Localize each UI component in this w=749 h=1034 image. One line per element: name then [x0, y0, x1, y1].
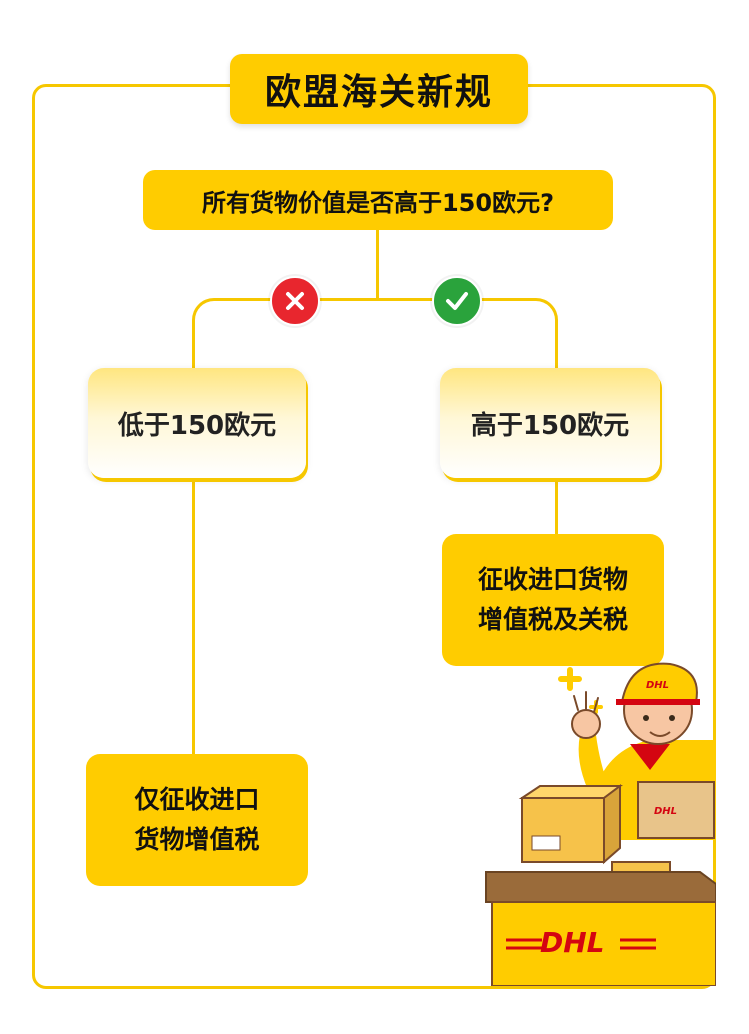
connector-question-down	[376, 230, 379, 300]
check-icon	[446, 292, 468, 310]
no-badge	[270, 276, 320, 326]
above-150-box: 高于150欧元	[440, 368, 660, 478]
dhl-courier-illustration: DHL DHL DHL	[485, 662, 716, 986]
result-vat-and-duty: 征收进口货物 增值税及关税	[442, 534, 664, 666]
svg-text:DHL: DHL	[646, 680, 669, 691]
connector-left-down	[192, 478, 195, 756]
result-vat-only-line2: 货物增值税	[134, 825, 260, 854]
connector-right-down	[555, 478, 558, 536]
result-vat-only-line1: 仅征收进口	[134, 785, 260, 814]
diagram-title: 欧盟海关新规	[230, 54, 528, 124]
sparkle-icon	[558, 667, 582, 691]
result-vat-duty-line1: 征收进口货物	[477, 565, 628, 594]
dhl-logo: DHL	[540, 926, 605, 959]
below-150-box: 低于150欧元	[88, 368, 306, 478]
result-vat-duty-line2: 增值税及关税	[477, 605, 628, 634]
connector-branch	[192, 298, 558, 368]
svg-text:DHL: DHL	[654, 806, 677, 817]
yes-badge	[432, 276, 482, 326]
question-box: 所有货物价值是否高于150欧元?	[143, 170, 613, 230]
cross-icon	[286, 292, 304, 310]
result-vat-only: 仅征收进口 货物增值税	[86, 754, 308, 886]
